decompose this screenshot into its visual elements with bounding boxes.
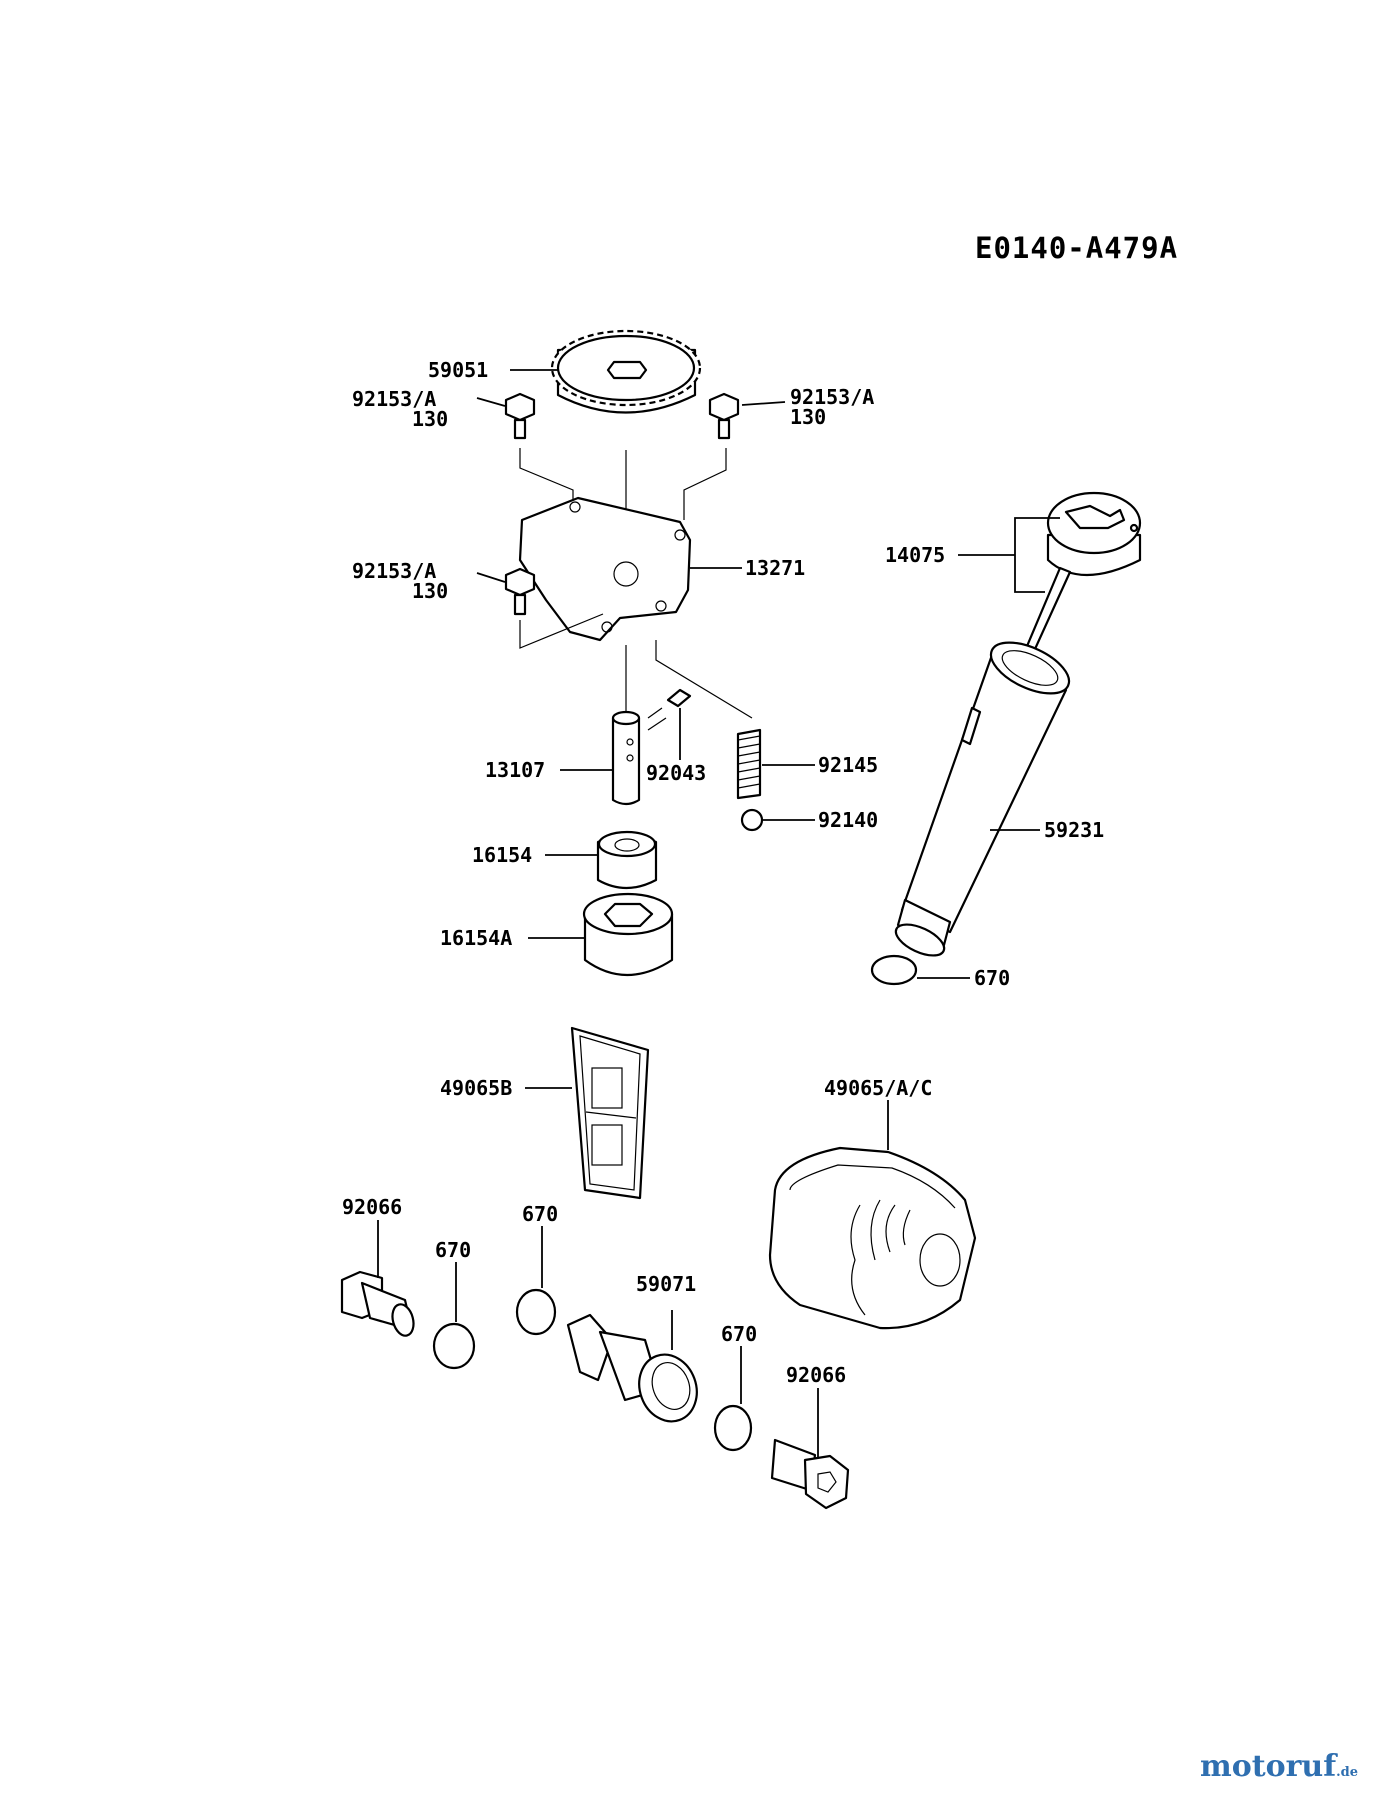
label-filler-tube: 59231 [1044,818,1104,842]
oring-mid [515,1288,557,1336]
oil-filter-part [768,1146,977,1330]
strainer-part [570,1026,650,1200]
label-spring: 92145 [818,753,878,777]
pin-part [666,688,692,708]
outer-rotor-part [582,892,674,977]
label-oring-mid: 670 [522,1202,558,1226]
label-ball: 92140 [818,808,878,832]
label-oring-right: 670 [721,1322,757,1346]
label-fitting: 59071 [636,1272,696,1296]
ball-part [740,808,764,832]
shaft-part [611,710,641,806]
label-gear: 59051 [428,358,488,382]
pump-plate [518,496,692,642]
fitting-part [566,1313,698,1423]
bolt-top-left [504,392,536,440]
label-oring-tube: 670 [974,966,1010,990]
label-bolt-ml: 92153/A [352,559,436,583]
label-outer-rotor: 16154A [440,926,512,950]
label-shaft: 13107 [485,758,545,782]
label-strainer: 49065B [440,1076,512,1100]
label-plug-right: 92066 [786,1363,846,1387]
label-inner-rotor: 16154 [472,843,532,867]
dipstick-part [1020,491,1142,662]
watermark-text: motoruf [1199,1749,1337,1784]
label-bolt-tr: 92153/A [790,385,874,409]
bolt-top-right [708,392,740,440]
label-pin: 92043 [646,761,706,785]
label-oil-filter: 49065/A/C [824,1076,932,1100]
label-plug-left: 92066 [342,1195,402,1219]
oring-tube [870,954,918,986]
label-bolt-tl-qty: 130 [412,407,448,431]
label-plate: 13271 [745,556,805,580]
label-bolt-tl: 92153/A [352,387,436,411]
watermark-suffix: .de [1336,1765,1358,1780]
inner-rotor-part [596,830,658,890]
filler-tube-part [894,641,1071,957]
label-dipstick: 14075 [885,543,945,567]
gear-part [550,329,702,414]
plug-left-part [340,1270,415,1337]
bolt-mid-left [504,567,536,616]
diagram-code: E0140-A479A [975,231,1178,265]
oring-right [713,1404,753,1452]
oring-left [432,1322,476,1370]
label-bolt-ml-qty: 130 [412,579,448,603]
label-bolt-tr-qty: 130 [790,405,826,429]
label-oring-left: 670 [435,1238,471,1262]
spring-part [736,728,762,800]
watermark-logo: motoruf.de [1200,1749,1358,1784]
plug-right-part [770,1438,850,1510]
